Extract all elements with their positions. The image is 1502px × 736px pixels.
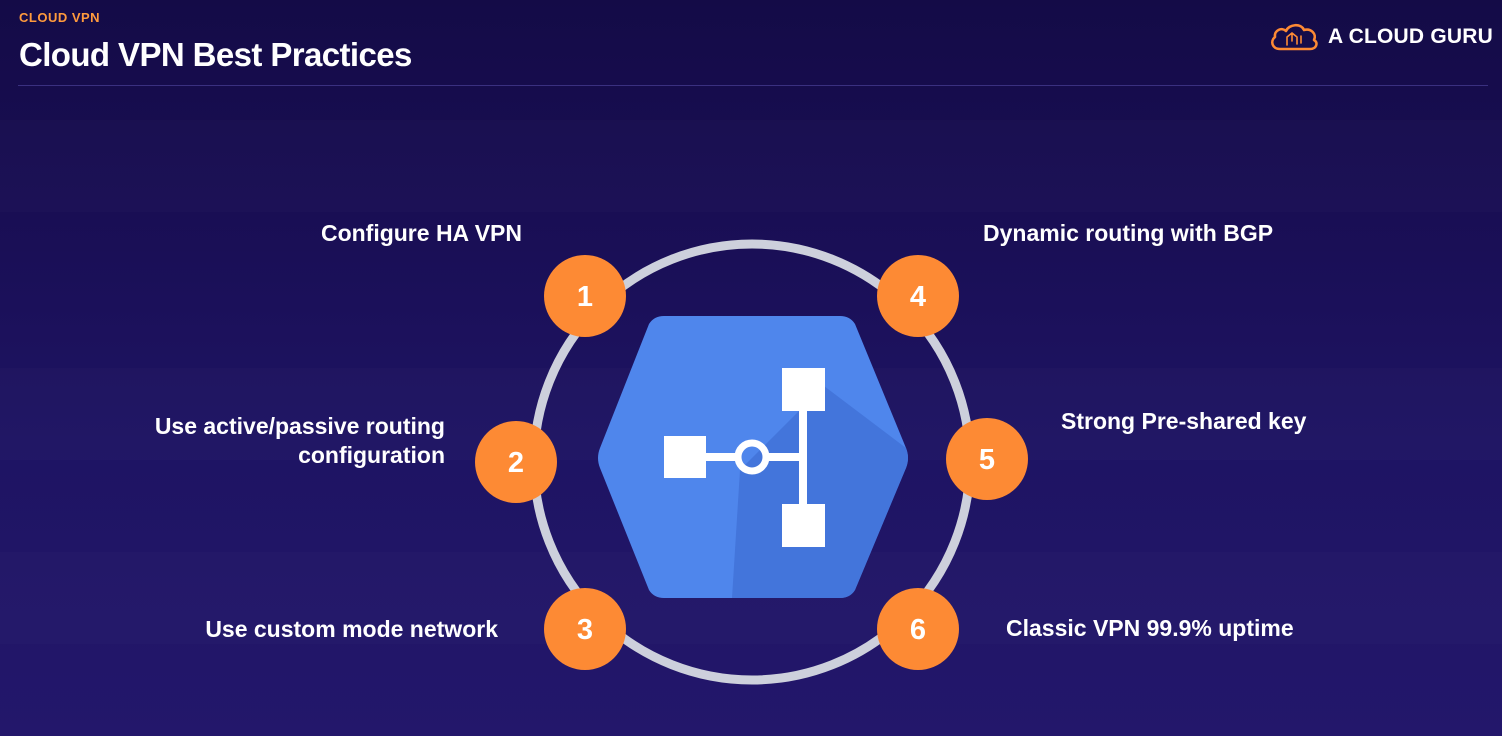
section-kicker: CLOUD VPN [19, 10, 101, 25]
header-divider [18, 85, 1488, 86]
brand-name: A CLOUD GURU [1328, 25, 1493, 48]
practice-2-label-line1: Use active/passive routing [154, 413, 445, 439]
step-6-number: 6 [910, 614, 926, 646]
page-title: Cloud VPN Best Practices [19, 36, 412, 73]
step-4-badge: 4 [877, 255, 959, 337]
practice-6-label: Classic VPN 99.9% uptime [1006, 615, 1294, 641]
step-3-number: 3 [577, 614, 593, 646]
step-5-badge: 5 [946, 418, 1028, 500]
practice-3-label: Use custom mode network [205, 616, 498, 642]
cloud-vpn-hexagon-icon [598, 316, 908, 598]
step-6-badge: 6 [877, 588, 959, 670]
brand-logo: A CLOUD GURU [1268, 20, 1493, 54]
practice-2-label-line2: configuration [298, 442, 445, 468]
cloud-brain-logo-icon [1270, 23, 1318, 51]
step-2-badge: 2 [475, 421, 557, 503]
step-1-number: 1 [577, 281, 593, 313]
practice-2-label: Use active/passive routing configuration [155, 412, 445, 470]
step-4-number: 4 [910, 281, 926, 313]
step-2-number: 2 [508, 447, 524, 479]
step-3-badge: 3 [544, 588, 626, 670]
step-5-number: 5 [979, 444, 995, 476]
practice-1-label: Configure HA VPN [320, 220, 522, 246]
practice-5-label: Strong Pre-shared key [1061, 408, 1307, 434]
step-1-badge: 1 [544, 255, 626, 337]
practice-4-label: Dynamic routing with BGP [983, 220, 1274, 246]
